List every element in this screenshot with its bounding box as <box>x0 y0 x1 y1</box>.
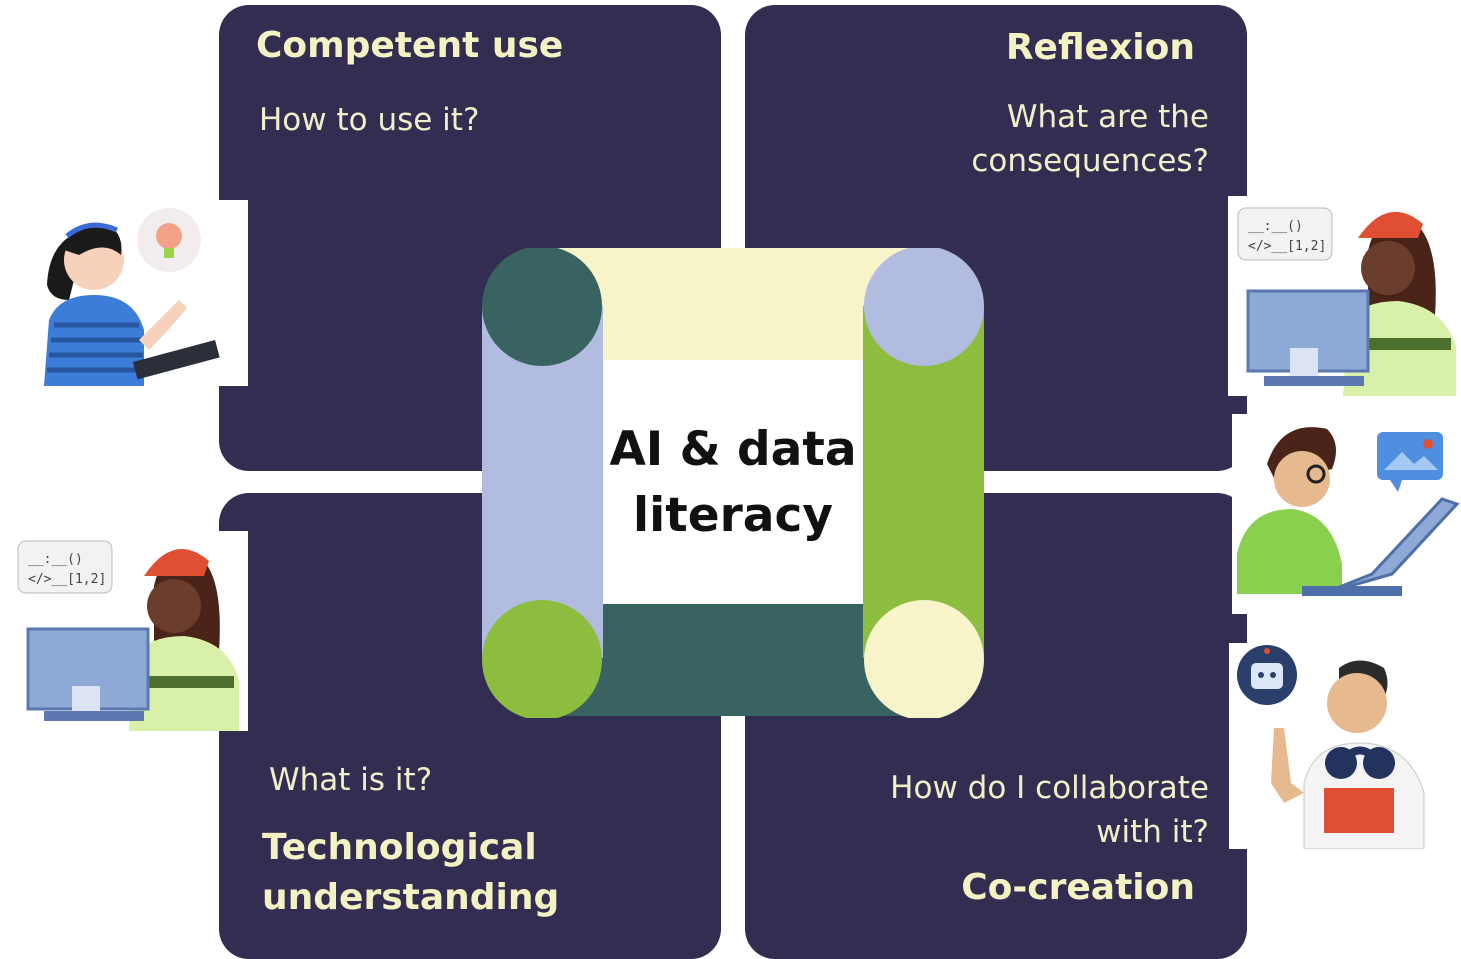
svg-text:</>__[1,2]: </>__[1,2] <box>28 572 106 587</box>
reflexion-question: What are the consequences? <box>971 99 1209 180</box>
reflexion-title: Reflexion <box>1005 27 1195 68</box>
corner-circle-lavender <box>864 248 984 366</box>
svg-text:</>__[1,2]: </>__[1,2] <box>1248 239 1326 254</box>
man-headphones-robot-illustration <box>1229 643 1432 849</box>
woman-coding-illustration: __:__() </>__[1,2] <box>14 531 248 731</box>
corner-circle-green <box>482 600 602 718</box>
technological-understanding-title: Technological understanding <box>262 827 560 919</box>
co-creation-question: How do I collaborate with it? <box>890 770 1209 851</box>
corner-circle-teal <box>482 248 602 366</box>
boy-laptop-illustration <box>1232 414 1461 614</box>
girl-lightbulb-illustration <box>29 200 248 386</box>
co-creation-title: Co-creation <box>961 867 1195 908</box>
literacy-cycle-graphic <box>482 248 984 718</box>
corner-circle-yellow <box>864 600 984 718</box>
center-title: AI & data literacy <box>609 422 857 543</box>
svg-text:__:__(): __:__() <box>28 552 83 567</box>
woman-coding-illustration-right: __:__() </>__[1,2] <box>1228 196 1461 396</box>
technological-understanding-question: What is it? <box>269 762 433 798</box>
svg-text:__:__(): __:__() <box>1248 219 1303 234</box>
competent-use-title: Competent use <box>256 25 564 66</box>
competent-use-question: How to use it? <box>259 102 480 138</box>
